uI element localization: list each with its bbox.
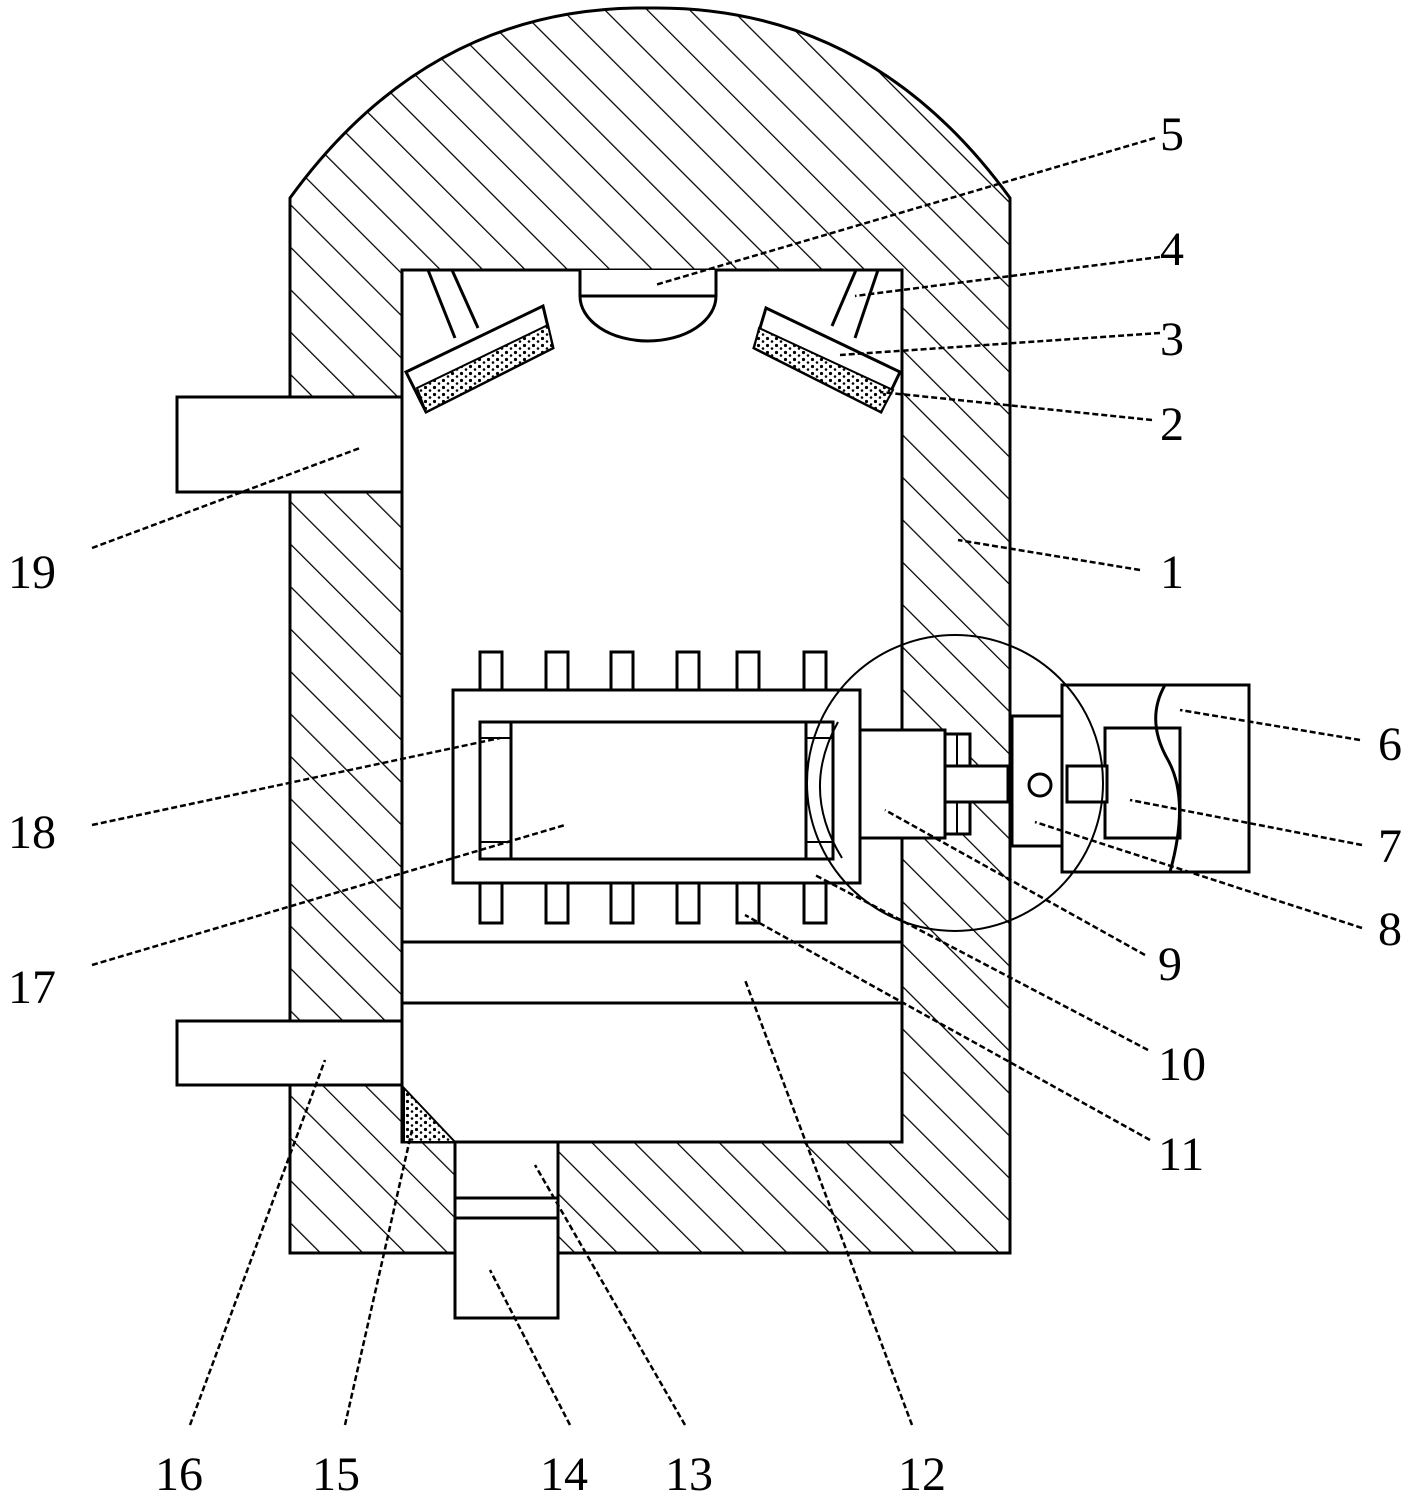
upper-pipe (175, 395, 404, 494)
label-9: 9 (1158, 938, 1182, 991)
label-1: 1 (1160, 546, 1184, 599)
lower-pipe (175, 1019, 404, 1087)
label-5: 5 (1160, 108, 1184, 161)
label-16: 16 (155, 1448, 203, 1501)
label-19: 19 (8, 546, 56, 599)
label-18: 18 (8, 806, 56, 859)
detail-circle (806, 634, 1104, 932)
label-8: 8 (1378, 903, 1402, 956)
right-lamp (752, 269, 902, 415)
label-12: 12 (898, 1448, 946, 1501)
detail-arc (818, 721, 843, 859)
label-17: 17 (8, 961, 56, 1014)
shaft (858, 728, 1010, 840)
drum (451, 688, 862, 885)
leader-lines (91, 136, 1363, 1426)
label-15: 15 (312, 1448, 360, 1501)
label-10: 10 (1158, 1038, 1206, 1091)
label-4: 4 (1160, 223, 1184, 276)
motor-assembly (1010, 683, 1251, 874)
label-13: 13 (665, 1448, 713, 1501)
top-dome-part (578, 270, 718, 343)
label-6: 6 (1378, 718, 1402, 771)
left-lamp (403, 269, 555, 415)
housing-body (288, 6, 1012, 1255)
part-labels: 1 2 3 4 5 6 7 8 9 10 11 12 13 14 15 16 1… (8, 108, 1402, 1501)
label-14: 14 (540, 1448, 588, 1501)
label-3: 3 (1160, 313, 1184, 366)
label-2: 2 (1160, 398, 1184, 451)
fins (478, 650, 828, 925)
lower-chamber (402, 940, 902, 1005)
label-7: 7 (1378, 820, 1402, 873)
label-11: 11 (1158, 1128, 1204, 1181)
